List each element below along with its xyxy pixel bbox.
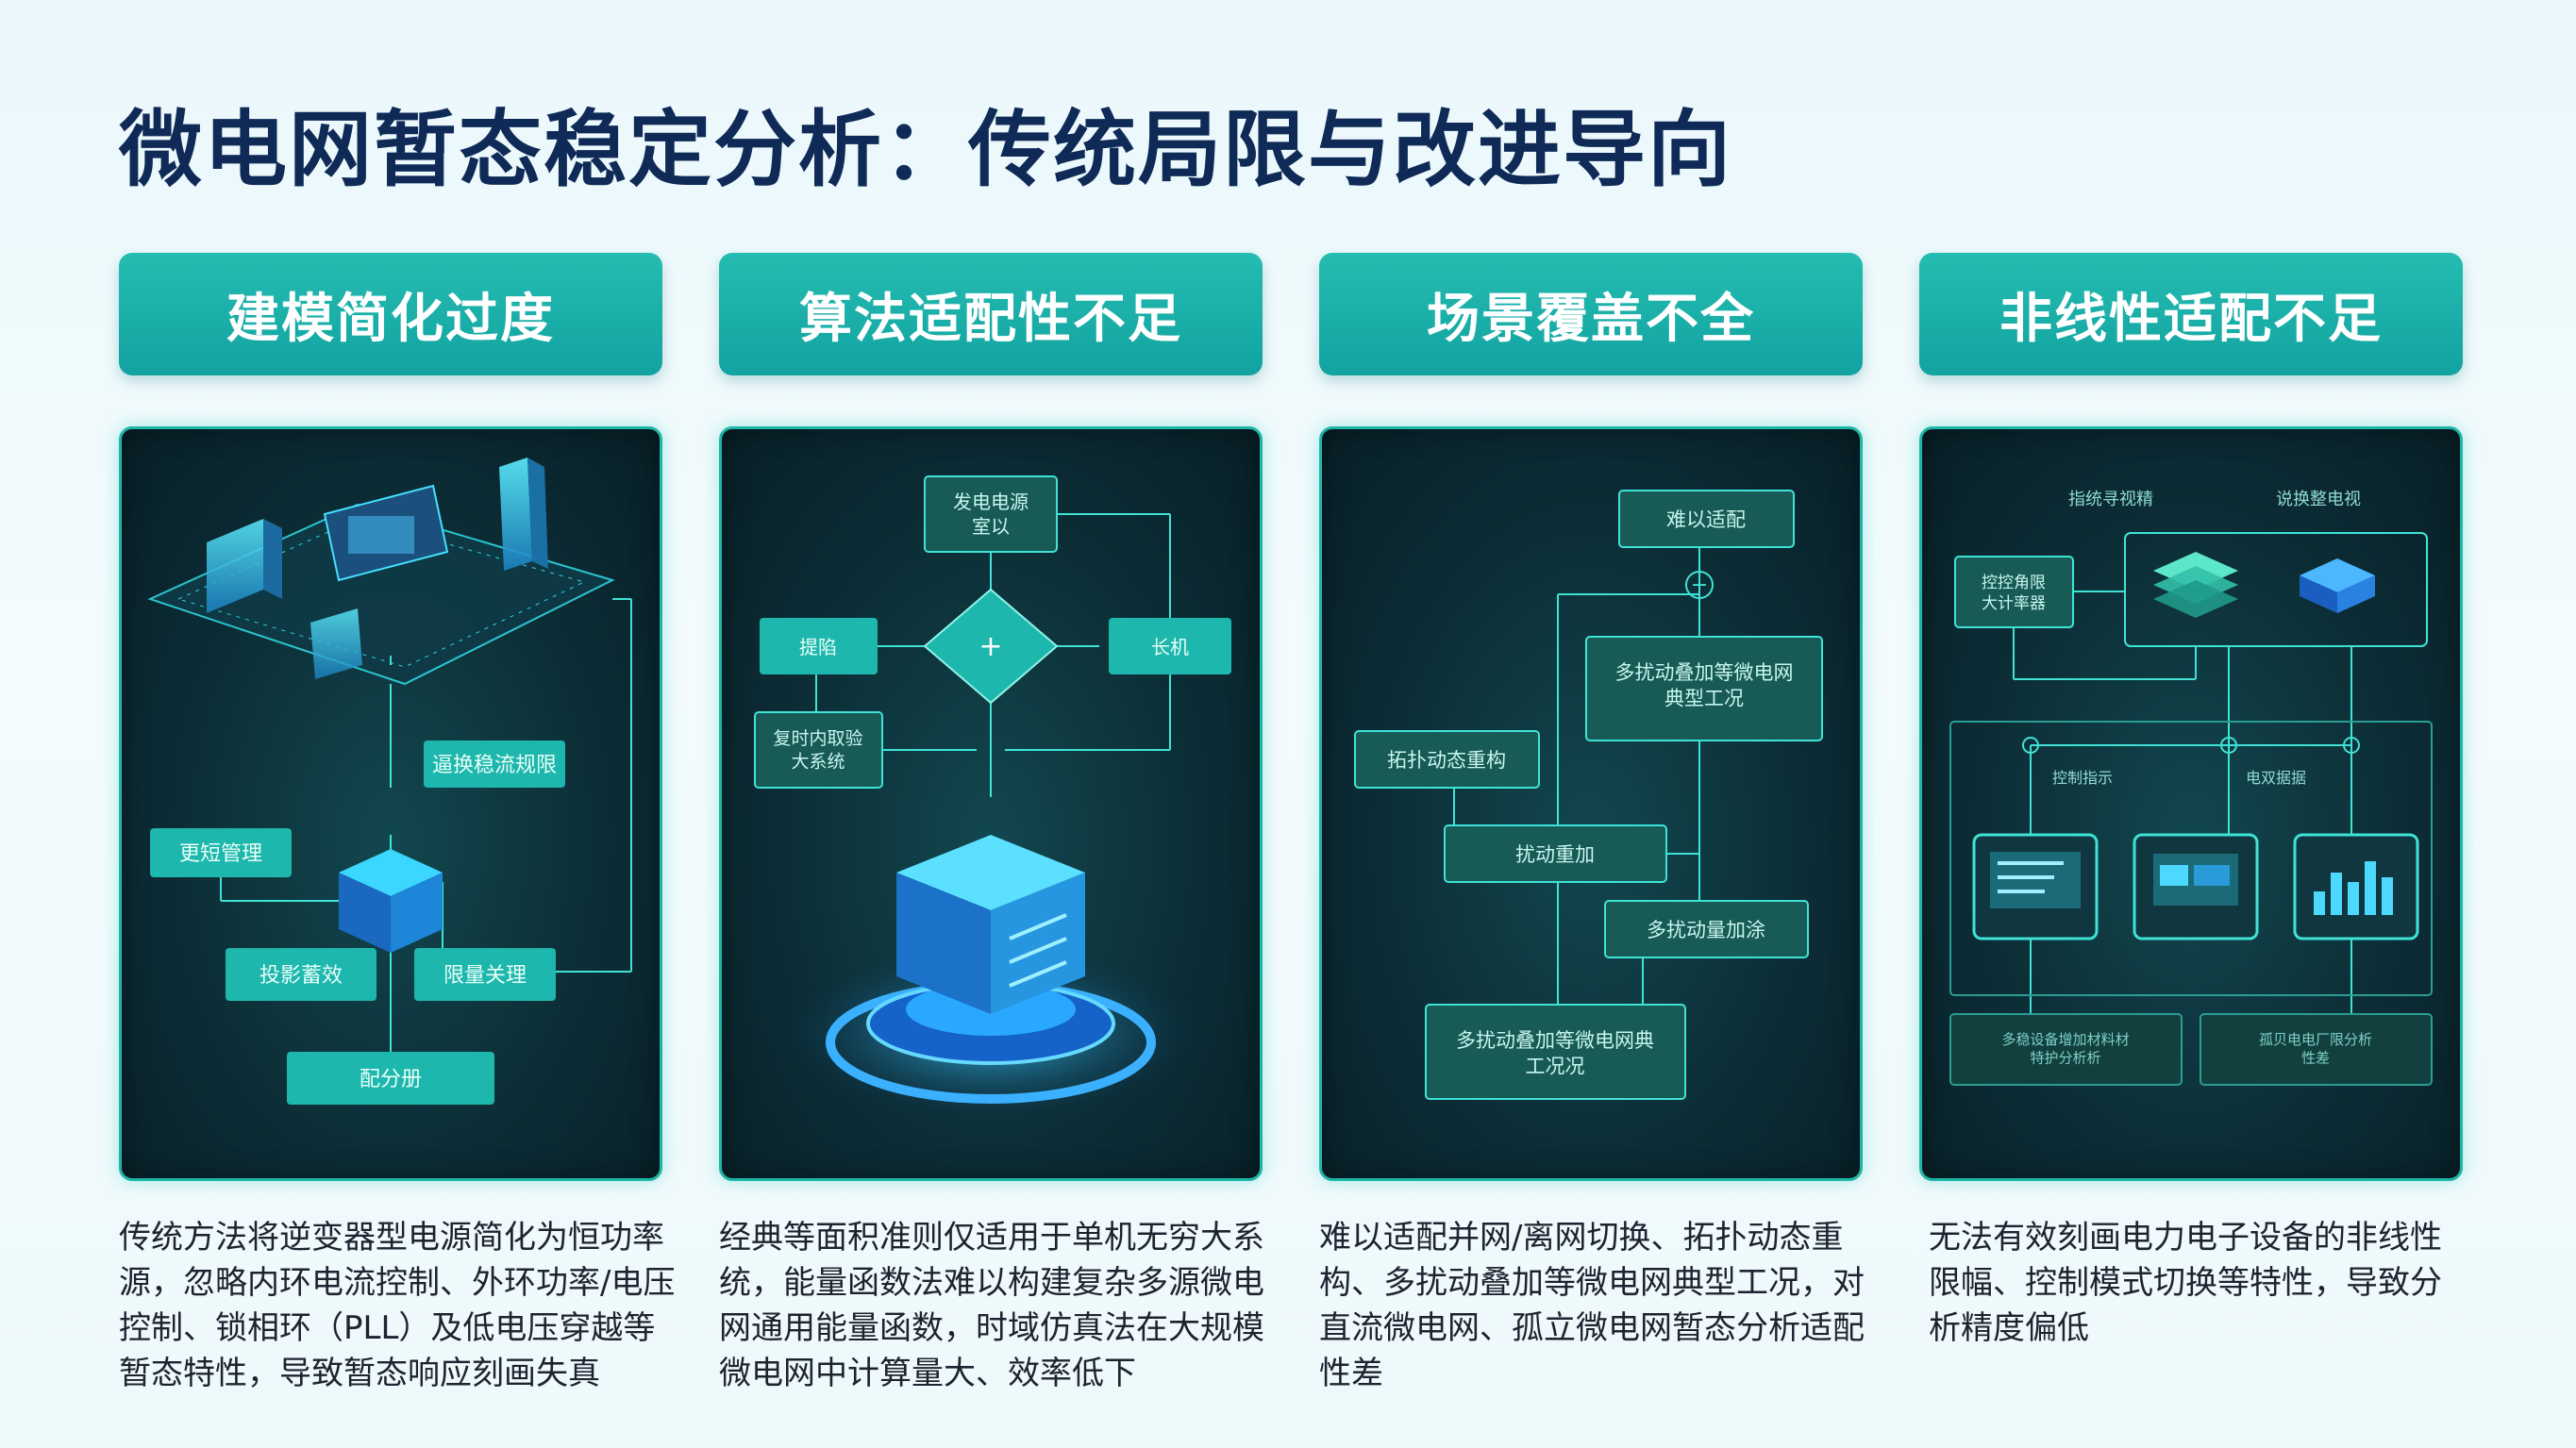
column-heading: 非线性适配不足 xyxy=(1919,253,2463,375)
column-heading: 建模简化过度 xyxy=(119,253,662,375)
diagram-label: 长机 xyxy=(1151,636,1189,658)
column-heading: 算法适配性不足 xyxy=(719,253,1263,375)
nonlinear-diagram: 指统寻视精 说换整电视 控控角限大计率器 xyxy=(1949,490,2433,1086)
page-title: 微电网暂态稳定分析：传统局限与改进导向 xyxy=(119,101,1733,198)
diagram-label: 控控角限大计率器 xyxy=(1982,574,2046,613)
diagram-label: 孤贝电电厂限分析性差 xyxy=(2259,1031,2372,1067)
diagram-panel-modeling: 逼换稳流规限 更短管理 投影蓄效 限量关理 配分册 xyxy=(119,426,662,1181)
diagram-label: 指统寻视精 xyxy=(2068,490,2153,509)
diagram-label: 逼换稳流规限 xyxy=(432,754,557,777)
diagram-label: 配分册 xyxy=(360,1068,422,1091)
diagram-label: 复时内取验大系统 xyxy=(773,728,862,773)
diagram-label: 控制指示 xyxy=(2052,769,2113,787)
column-algorithm: 算法适配性不足 发电电源 xyxy=(719,253,1264,1392)
diagram-label: 拓扑动态重构 xyxy=(1387,749,1506,772)
diagram-label: 提陷 xyxy=(799,636,837,658)
dashboard-icon xyxy=(2133,833,2259,940)
diagram-panel-nonlinear: 指统寻视精 说换整电视 控控角限大计率器 xyxy=(1919,426,2463,1181)
layers-icon xyxy=(2153,552,2238,618)
diagram-panel-scenario: + 难以适配 多扰动叠加等微电网典型工况 拓扑动态重构 扰动重加 多扰动量加涂 … xyxy=(1319,426,1863,1181)
bar-chart-icon xyxy=(2293,833,2419,940)
column-heading: 场景覆盖不全 xyxy=(1319,253,1863,375)
column-scenario: 场景覆盖不全 + 难以适配 多扰动叠加等微电网典型工况 拓扑动态重构 扰动重加 xyxy=(1319,253,1865,1392)
diagram-label: 更短管理 xyxy=(179,842,262,866)
diagram-label: 投影蓄效 xyxy=(259,964,343,988)
diagram-label: 限量关理 xyxy=(443,964,527,988)
diagram-label: 说换整电视 xyxy=(2276,490,2361,509)
column-description: 难以适配并网/离网切换、拓扑动态重构、多扰动叠加等微电网典型工况，对直流微电网、… xyxy=(1319,1219,1865,1392)
diagram-label: 难以适配 xyxy=(1666,508,1746,531)
column-modeling: 建模简化过度 xyxy=(119,253,675,1392)
diagram-label: 电双据据 xyxy=(2246,769,2306,787)
diagram-label: 多扰动叠加等微电网典工况况 xyxy=(1456,1029,1654,1077)
scenario-diagram: + 难以适配 多扰动叠加等微电网典型工况 拓扑动态重构 扰动重加 多扰动量加涂 … xyxy=(1354,490,1823,1100)
monitor-icon xyxy=(1972,833,2099,940)
diagram-label: 发电电源室以 xyxy=(953,491,1029,538)
diagram-label: 多扰动叠加等微电网典型工况 xyxy=(1615,661,1794,709)
diagram-label: 多扰动量加涂 xyxy=(1647,919,1765,941)
chip-icon xyxy=(2300,558,2375,613)
diagram-label: 多稳设备增加材料材特护分析析 xyxy=(2001,1031,2129,1067)
diagram-panel-algorithm: 发电电源室以 + 提陷 长机 复时内取验大系统 xyxy=(719,426,1263,1181)
column-nonlinear: 非线性适配不足 指统寻视精 说换整电视 控控角限大计率器 xyxy=(1919,253,2463,1347)
algorithm-diagram: 发电电源室以 + 提陷 长机 复时内取验大系统 xyxy=(754,475,1231,1118)
modeling-diagram: 逼换稳流规限 更短管理 投影蓄效 限量关理 配分册 xyxy=(147,458,632,1105)
column-description: 无法有效刻画电力电子设备的非线性限幅、控制模式切换等特性，导致分析精度偏低 xyxy=(1929,1219,2442,1347)
plus-icon: + xyxy=(979,630,1002,663)
plus-icon: + xyxy=(1691,574,1708,597)
diagram-label: 扰动重加 xyxy=(1515,843,1595,866)
column-description: 传统方法将逆变器型电源简化为恒功率源，忽略内环电流控制、外环功率/电压控制、锁相… xyxy=(119,1219,676,1392)
column-description: 经典等面积准则仅适用于单机无穷大系统，能量函数法难以构建复杂多源微电网通用能量函… xyxy=(719,1219,1264,1392)
